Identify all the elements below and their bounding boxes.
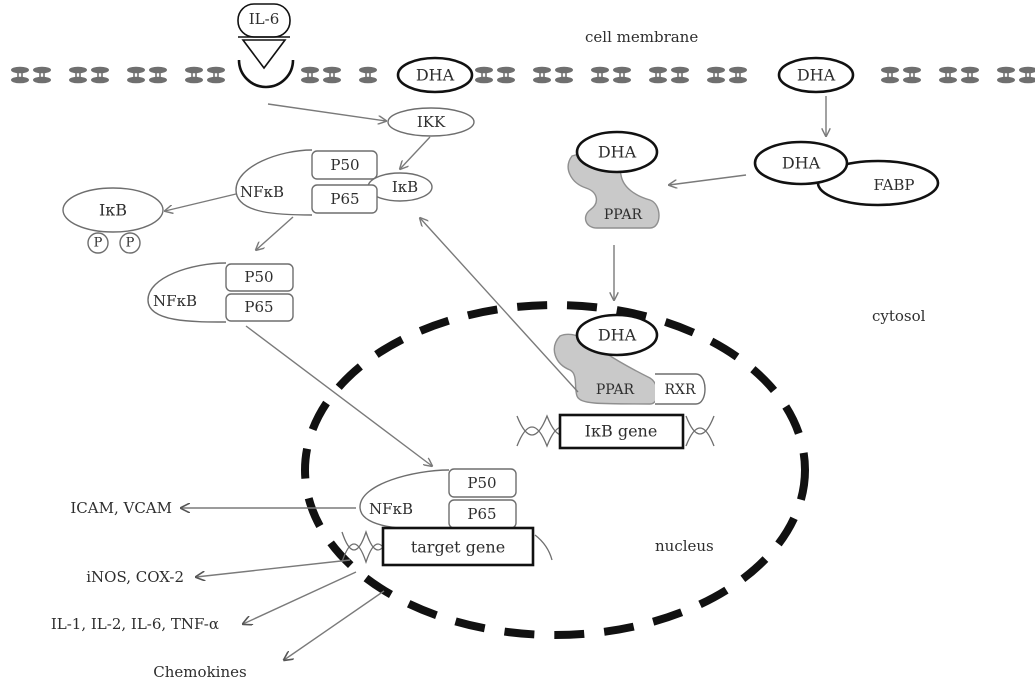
p50-label-1: P50 bbox=[330, 156, 359, 174]
lipid-unit bbox=[10, 65, 30, 85]
cell-membrane-label: cell membrane bbox=[585, 28, 698, 46]
nucleus-envelope bbox=[301, 301, 809, 639]
p65-label-2: P65 bbox=[244, 298, 273, 316]
dha-fabp-complex: FABP DHA bbox=[753, 140, 940, 207]
arrow-ikb-gene-to-complex bbox=[420, 218, 579, 393]
membrane-dha-2-label: DHA bbox=[797, 66, 836, 85]
p65-label-1: P65 bbox=[330, 190, 359, 208]
dha-ppar-rxr-complex: DHA PPAR RXR bbox=[553, 313, 706, 405]
cytosol-label: cytosol bbox=[872, 307, 926, 325]
ikk-label: IKK bbox=[417, 113, 446, 131]
lipid-unit bbox=[1018, 65, 1035, 85]
lipid-unit bbox=[32, 65, 52, 85]
dha-cytosol-label: DHA bbox=[598, 143, 637, 162]
arrow-fabp-to-ppar bbox=[669, 174, 747, 185]
target-gene: target gene bbox=[381, 526, 535, 567]
lipid-unit bbox=[996, 65, 1016, 85]
output-interleukins-tnf: IL-1, IL-2, IL-6, TNF-α bbox=[51, 615, 219, 633]
p50-label-2: P50 bbox=[244, 268, 273, 286]
lipid-unit bbox=[322, 65, 342, 85]
lipid-unit bbox=[68, 65, 88, 85]
nfkb-label-1: NFκB bbox=[240, 183, 284, 201]
target-gene-label: target gene bbox=[411, 538, 505, 557]
cell-membrane bbox=[10, 65, 1035, 85]
arrow-to-interleukins bbox=[243, 571, 357, 624]
il6-receptor bbox=[237, 59, 295, 89]
lipid-unit bbox=[728, 65, 748, 85]
membrane-dha-2: DHA bbox=[777, 56, 855, 94]
il6-ligand: IL-6 bbox=[237, 3, 291, 70]
lipid-unit bbox=[126, 65, 146, 85]
ppar-nucleus-label: PPAR bbox=[596, 382, 635, 398]
nfkb-label-2: NFκB bbox=[153, 292, 197, 310]
arrow-complex-to-free-nfkb bbox=[256, 216, 294, 250]
rxr-label: RXR bbox=[664, 382, 696, 398]
lipid-unit bbox=[532, 65, 552, 85]
output-inos-cox2: iNOS, COX-2 bbox=[86, 568, 184, 586]
lipid-unit bbox=[300, 65, 320, 85]
fabp-label: FABP bbox=[873, 176, 914, 194]
lipid-unit bbox=[612, 65, 632, 85]
output-chemokines: Chemokines bbox=[153, 663, 246, 681]
lipid-unit bbox=[184, 65, 204, 85]
nucleus-label: nucleus bbox=[655, 537, 714, 555]
lipid-unit bbox=[880, 65, 900, 85]
lipid-unit bbox=[474, 65, 494, 85]
nfkb-label-3: NFκB bbox=[369, 500, 413, 518]
free-nfkb-complex: NFκB P50 P65 bbox=[147, 262, 294, 323]
lipid-unit bbox=[670, 65, 690, 85]
il6-label: IL-6 bbox=[249, 10, 280, 28]
nuclear-nfkb-complex: NFκB P50 P65 bbox=[359, 468, 517, 531]
lipid-unit bbox=[554, 65, 574, 85]
phospho-label-1: P bbox=[94, 236, 103, 251]
lipid-unit bbox=[496, 65, 516, 85]
ikk-node: IKK bbox=[387, 107, 475, 137]
arrow-complex-to-phospho-ikb bbox=[165, 193, 237, 211]
lipid-unit bbox=[148, 65, 168, 85]
lipid-unit bbox=[206, 65, 226, 85]
arrow-nfkb-to-nucleus bbox=[245, 325, 432, 466]
lipid-unit bbox=[960, 65, 980, 85]
membrane-dha-1: DHA bbox=[396, 56, 474, 94]
lipid-unit bbox=[902, 65, 922, 85]
lipid-unit bbox=[938, 65, 958, 85]
lipid-unit bbox=[590, 65, 610, 85]
lipid-unit bbox=[358, 65, 378, 85]
arrow-receptor-to-ikk bbox=[267, 103, 386, 121]
pathway-arrows bbox=[165, 96, 826, 660]
arrow-ikk-to-complex bbox=[400, 136, 431, 169]
ikb-gene: IκB gene bbox=[558, 413, 685, 450]
arrow-to-inos-cox2 bbox=[196, 559, 351, 577]
nfkb-ikb-complex: NFκB P50 P65 IκB bbox=[235, 149, 433, 216]
ikb-label-2: IκB bbox=[99, 201, 127, 220]
arrow-to-chemokines bbox=[284, 590, 385, 660]
lipid-unit bbox=[648, 65, 668, 85]
output-icam-vcam: ICAM, VCAM bbox=[70, 499, 172, 517]
dha-nucleus-label: DHA bbox=[598, 326, 637, 345]
p65-label-3: P65 bbox=[467, 505, 496, 523]
phospho-label-2: P bbox=[126, 236, 135, 251]
lipid-unit bbox=[706, 65, 726, 85]
dha-ppar-cytosol: DHA PPAR bbox=[567, 130, 660, 229]
ikb-gene-label: IκB gene bbox=[585, 422, 658, 441]
ikb-label-1: IκB bbox=[392, 178, 418, 196]
dha-fabp-label: DHA bbox=[782, 154, 821, 173]
p50-label-3: P50 bbox=[467, 474, 496, 492]
phosphorylated-ikb: IκB P P bbox=[62, 187, 164, 254]
membrane-dha-1-label: DHA bbox=[416, 66, 455, 85]
lipid-unit bbox=[90, 65, 110, 85]
ppar-cytosol-label: PPAR bbox=[604, 207, 643, 223]
